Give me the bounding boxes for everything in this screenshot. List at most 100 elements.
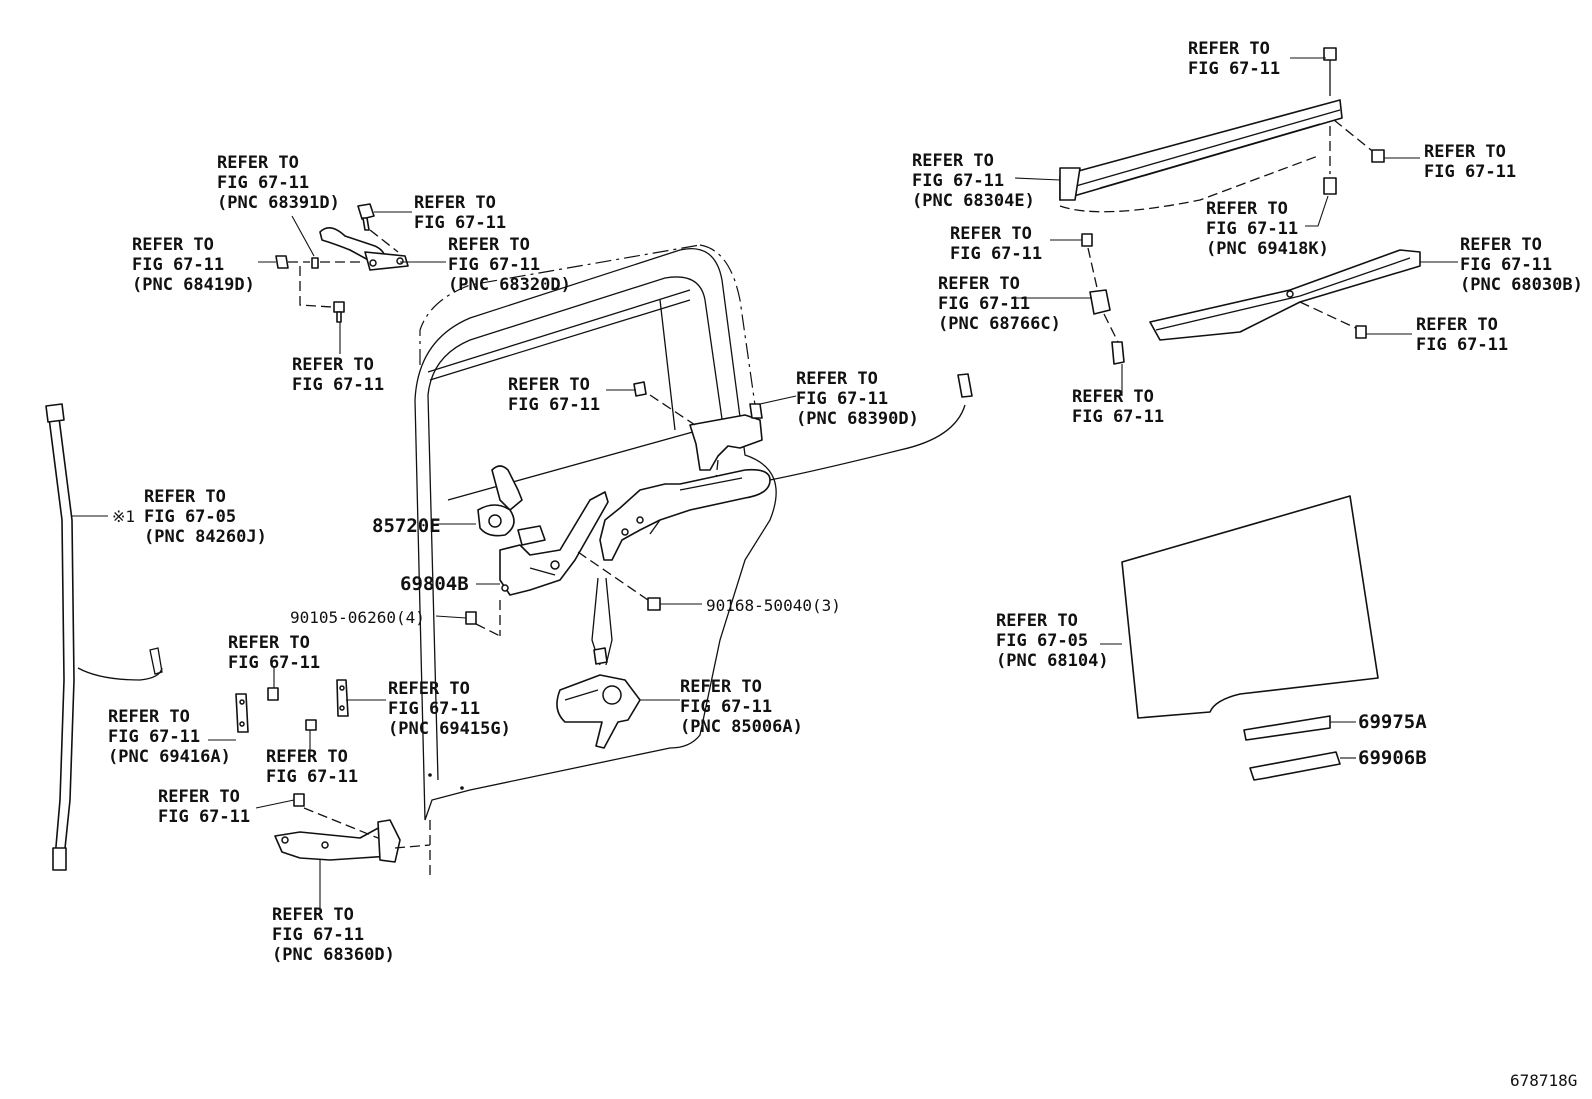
- window-motor: [477, 465, 523, 537]
- svg-text:(PNC 68360D): (PNC 68360D): [272, 945, 395, 965]
- svg-text:FIG 67-11: FIG 67-11: [912, 171, 1004, 191]
- svg-text:FIG 67-11: FIG 67-11: [292, 375, 384, 395]
- callout-center-bolt: REFER TO FIG 67-11: [508, 375, 600, 415]
- door-glass: [1121, 495, 1379, 781]
- svg-text:REFER TO: REFER TO: [108, 707, 190, 727]
- callout-striker-bolt: REFER TO FIG 67-11: [228, 633, 320, 673]
- svg-text:FIG 67-11: FIG 67-11: [388, 699, 480, 719]
- callout-upper-arm-lower-bolt: REFER TO FIG 67-11: [292, 355, 384, 395]
- sliding-door-panel: [414, 244, 777, 821]
- svg-text:FIG 67-11: FIG 67-11: [1188, 59, 1280, 79]
- svg-text:FIG 67-11: FIG 67-11: [938, 294, 1030, 314]
- svg-text:FIG 67-11: FIG 67-11: [508, 395, 600, 415]
- svg-text:FIG 67-11: FIG 67-11: [228, 653, 320, 673]
- svg-text:REFER TO: REFER TO: [912, 151, 994, 171]
- svg-text:REFER TO: REFER TO: [228, 633, 310, 653]
- svg-text:REFER TO: REFER TO: [272, 905, 354, 925]
- callout-striker-lower-bolt: REFER TO FIG 67-11: [266, 747, 358, 787]
- part-numbers: 85720E 69804B 90105-06260(4) 90168-50040…: [290, 515, 1577, 1090]
- svg-text:(PNC 84260J): (PNC 84260J): [144, 527, 267, 547]
- svg-text:FIG 67-05: FIG 67-05: [144, 507, 236, 527]
- callout-rail-right-bolt: REFER TO FIG 67-11: [1424, 142, 1516, 182]
- callout-striker-left: REFER TO FIG 67-11 (PNC 69416A): [108, 707, 231, 767]
- part-number-channel-lower: 69906B: [1358, 747, 1427, 769]
- svg-text:(PNC 69418K): (PNC 69418K): [1206, 239, 1329, 259]
- svg-text:FIG 67-11: FIG 67-11: [1206, 219, 1298, 239]
- callout-striker-right: REFER TO FIG 67-11 (PNC 69415G): [388, 679, 511, 739]
- svg-text:REFER TO: REFER TO: [158, 787, 240, 807]
- svg-text:FIG 67-11: FIG 67-11: [217, 173, 309, 193]
- svg-text:REFER TO: REFER TO: [292, 355, 374, 375]
- svg-text:FIG 67-11: FIG 67-11: [796, 389, 888, 409]
- svg-text:FIG 67-11: FIG 67-11: [448, 255, 540, 275]
- svg-text:REFER TO: REFER TO: [144, 487, 226, 507]
- svg-text:REFER TO: REFER TO: [938, 274, 1020, 294]
- callout-roller: REFER TO FIG 67-11 (PNC 68766C): [938, 274, 1061, 334]
- upper-arm-assembly: [275, 203, 409, 323]
- svg-text:REFER TO: REFER TO: [950, 224, 1032, 244]
- center-hinge-assembly: [633, 381, 763, 491]
- svg-text:REFER TO: REFER TO: [448, 235, 530, 255]
- callout-lower-rail-bolt: REFER TO FIG 67-11: [1416, 315, 1508, 355]
- svg-text:FIG 67-11: FIG 67-11: [266, 767, 358, 787]
- callout-glass: REFER TO FIG 67-05 (PNC 68104): [996, 611, 1109, 671]
- svg-text:(PNC 69416A): (PNC 69416A): [108, 747, 231, 767]
- weatherstrip-part: [45, 403, 163, 871]
- svg-text:REFER TO: REFER TO: [1416, 315, 1498, 335]
- svg-text:REFER TO: REFER TO: [388, 679, 470, 699]
- part-number-channel-upper: 69975A: [1358, 711, 1427, 733]
- svg-text:FIG 67-11: FIG 67-11: [950, 244, 1042, 264]
- svg-text:(PNC 68320D): (PNC 68320D): [448, 275, 571, 295]
- svg-text:(PNC 68104): (PNC 68104): [996, 651, 1109, 671]
- svg-text:(PNC 69415G): (PNC 69415G): [388, 719, 511, 739]
- callout-lower-rail: REFER TO FIG 67-11 (PNC 68030B): [1460, 235, 1583, 295]
- svg-text:(PNC 68030B): (PNC 68030B): [1460, 275, 1583, 295]
- svg-text:REFER TO: REFER TO: [414, 193, 496, 213]
- part-number-regulator: 69804B: [400, 573, 469, 595]
- callout-motor-assy: REFER TO FIG 67-11 (PNC 85006A): [680, 677, 803, 737]
- svg-text:REFER TO: REFER TO: [508, 375, 590, 395]
- part-number-motor: 85720E: [372, 515, 441, 537]
- callout-lower-hinge: REFER TO FIG 67-11 (PNC 68360D): [272, 905, 395, 965]
- svg-text:※1: ※1: [112, 507, 135, 526]
- striker-plates: [235, 679, 349, 733]
- callout-roller-nut: REFER TO FIG 67-11: [950, 224, 1042, 264]
- callout-upper-arm-bolt: REFER TO FIG 67-11: [414, 193, 506, 233]
- svg-text:(PNC 68390D): (PNC 68390D): [796, 409, 919, 429]
- svg-text:(PNC 68766C): (PNC 68766C): [938, 314, 1061, 334]
- svg-text:FIG 67-11: FIG 67-11: [158, 807, 250, 827]
- window-regulator-channel: [599, 373, 973, 561]
- part-number-bolt-right: 90168-50040(3): [706, 596, 841, 615]
- callout-weatherstrip: ※1 REFER TO FIG 67-05 (PNC 84260J): [112, 487, 267, 547]
- callout-center-hinge: REFER TO FIG 67-11 (PNC 68390D): [796, 369, 919, 429]
- svg-text:REFER TO: REFER TO: [1424, 142, 1506, 162]
- callout-top-right-bolt: REFER TO FIG 67-11: [1188, 39, 1280, 79]
- roller-assembly: [1081, 233, 1125, 365]
- svg-text:REFER TO: REFER TO: [996, 611, 1078, 631]
- regulator-arm: [499, 491, 609, 596]
- svg-text:REFER TO: REFER TO: [132, 235, 214, 255]
- svg-text:REFER TO: REFER TO: [1460, 235, 1542, 255]
- callout-roller-pin: REFER TO FIG 67-11: [1072, 387, 1164, 427]
- callout-lower-bolt: REFER TO FIG 67-11: [158, 787, 250, 827]
- lower-hinge-assembly: [274, 793, 431, 880]
- center-bolts: [465, 551, 661, 637]
- svg-text:REFER TO: REFER TO: [1072, 387, 1154, 407]
- callout-upper-arm: REFER TO FIG 67-11 (PNC 68391D): [217, 153, 340, 213]
- upper-rail: [1059, 47, 1385, 213]
- svg-text:(PNC 68419D): (PNC 68419D): [132, 275, 255, 295]
- svg-text:FIG 67-11: FIG 67-11: [1416, 335, 1508, 355]
- svg-text:REFER TO: REFER TO: [680, 677, 762, 697]
- svg-text:FIG 67-11: FIG 67-11: [680, 697, 772, 717]
- door-motor-assembly: [556, 577, 641, 749]
- svg-text:(PNC 85006A): (PNC 85006A): [680, 717, 803, 737]
- svg-text:FIG 67-11: FIG 67-11: [414, 213, 506, 233]
- callout-upper-clip: REFER TO FIG 67-11 (PNC 68419D): [132, 235, 255, 295]
- svg-text:FIG 67-11: FIG 67-11: [132, 255, 224, 275]
- svg-text:FIG 67-11: FIG 67-11: [1072, 407, 1164, 427]
- svg-text:FIG 67-11: FIG 67-11: [272, 925, 364, 945]
- svg-text:REFER TO: REFER TO: [1188, 39, 1270, 59]
- svg-text:FIG 67-05: FIG 67-05: [996, 631, 1088, 651]
- svg-text:FIG 67-11: FIG 67-11: [1460, 255, 1552, 275]
